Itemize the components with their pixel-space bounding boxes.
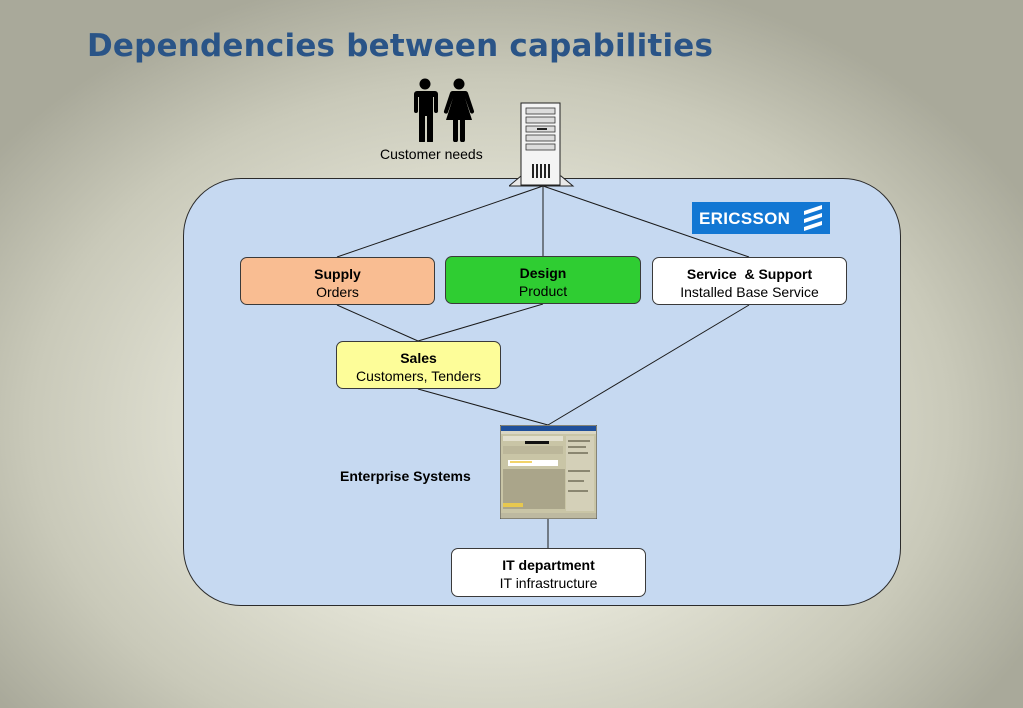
ericsson-logo-text: ERICSSON	[699, 209, 791, 228]
enterprise-screen-thumbnail	[500, 425, 597, 519]
customer-needs-label: Customer needs	[380, 146, 483, 162]
enterprise-region	[183, 178, 901, 606]
service-support-box: Service & Support Installed Base Service	[652, 257, 847, 305]
page-title: Dependencies between capabilities	[87, 28, 714, 64]
sales-box: Sales Customers, Tenders	[336, 341, 501, 389]
line-supply-sales	[336, 304, 419, 342]
line-design-sales	[417, 303, 544, 342]
sales-subtitle: Customers, Tenders	[355, 368, 481, 384]
line-service-enterprise	[547, 304, 750, 426]
line-server-service	[542, 185, 750, 258]
enterprise-systems-label: Enterprise Systems	[340, 468, 471, 484]
supply-title: Supply	[314, 266, 361, 282]
line-sales-enterprise	[417, 388, 549, 426]
it-subtitle: IT infrastructure	[499, 575, 598, 591]
ericsson-logo-mark	[804, 205, 822, 231]
service-subtitle: Installed Base Service	[680, 284, 819, 300]
ericsson-logo: ERICSSON	[692, 202, 830, 234]
it-department-box: IT department IT infrastructure	[451, 548, 646, 597]
server-icon	[509, 102, 575, 187]
it-title: IT department	[502, 557, 595, 573]
design-title: Design	[519, 265, 567, 281]
people-icon	[414, 78, 475, 142]
supply-subtitle: Orders	[316, 284, 359, 300]
service-title: Service & Support	[686, 266, 813, 282]
design-subtitle: Product	[518, 283, 568, 299]
sales-title: Sales	[400, 350, 437, 366]
design-box: Design Product	[445, 256, 641, 304]
line-server-supply	[336, 185, 544, 258]
supply-box: Supply Orders	[240, 257, 435, 305]
